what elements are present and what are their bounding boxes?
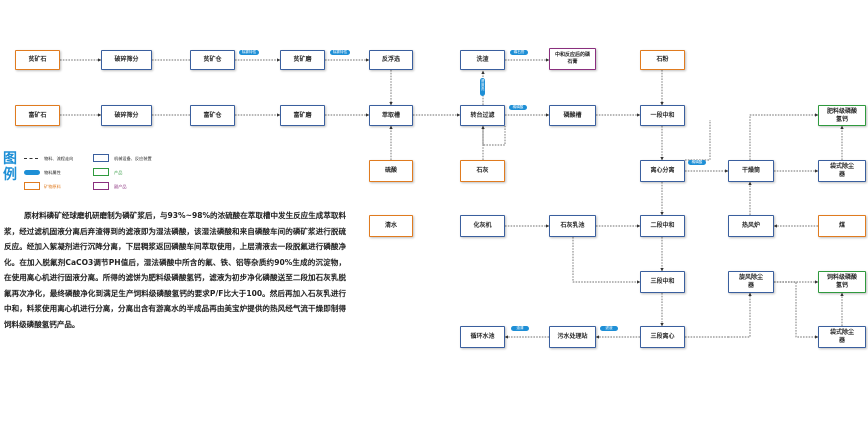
node-feed-product: 饲料级磷酸氢钙 — [818, 271, 866, 293]
node-bag-dust-1: 袋式除尘器 — [818, 160, 866, 182]
node-fertilizer-product: 肥料级磷酸氢钙 — [818, 105, 866, 126]
legend-title: 图例 — [3, 151, 17, 183]
node-centrifuge: 离心分离 — [640, 160, 685, 182]
node-coal: 煤 — [818, 215, 866, 237]
node-cyclone: 旋风除尘器 — [728, 271, 774, 293]
property-pill: 稀磷酸 — [688, 160, 706, 165]
node-dryer: 干燥筒 — [728, 160, 774, 182]
node-lime: 石灰 — [460, 160, 505, 182]
legend-equip-label: 机械设备、反应装置 — [114, 156, 152, 161]
node-clear-water: 清水 — [369, 215, 413, 237]
legend-property-swatch — [24, 170, 40, 175]
node-sewage-station: 污水处理站 — [549, 326, 596, 348]
legend-property-label: 物料属性 — [44, 170, 61, 175]
node-lime-milk-pool: 石灰乳池 — [549, 215, 596, 237]
node-neutralize-2: 二段中和 — [640, 215, 685, 237]
node-bag-dust-2: 袋式除尘器 — [818, 326, 866, 348]
legend-byproduct-label: 副产品 — [114, 184, 127, 189]
node-sulfuric-acid: 硫酸 — [369, 160, 413, 182]
legend-ore-label: 矿物原料 — [44, 184, 61, 189]
node-extraction-tank: 萃取槽 — [369, 105, 413, 126]
legend-equip-swatch — [93, 154, 109, 162]
property-pill: 浸渣洗 — [480, 78, 485, 96]
node-neutralize-3: 三段中和 — [640, 271, 685, 293]
node-lime-slaker: 化灰机 — [460, 215, 505, 237]
node-rich-bin: 富矿仓 — [190, 105, 235, 126]
property-pill: 稀磷酸 — [509, 105, 527, 110]
node-poor-bin: 贫矿仓 — [190, 50, 235, 70]
property-pill: 除雾特性 — [330, 50, 350, 55]
node-neutralize-1: 一段中和 — [640, 105, 685, 126]
node-wash-slag: 洗渣 — [460, 50, 505, 70]
legend-flow-swatch — [24, 158, 38, 159]
property-pill: 滤液 — [600, 326, 618, 331]
node-phosphoric-tank: 磷酸槽 — [549, 105, 596, 126]
node-hot-stove: 热风炉 — [728, 215, 774, 237]
legend-byproduct-swatch — [93, 182, 109, 190]
node-centrifuge-3: 三段离心 — [640, 326, 685, 348]
node-cycle-pool: 循环水池 — [460, 326, 505, 348]
legend-product-label: 产品 — [114, 170, 123, 175]
node-poor-ore: 贫矿石 — [15, 50, 60, 70]
legend-product-swatch — [93, 168, 109, 176]
legend-ore-swatch — [24, 182, 40, 190]
node-poor-mill: 贫矿磨 — [280, 50, 325, 70]
property-pill: 磷石膏 — [510, 50, 528, 55]
property-pill: 渣清 — [511, 326, 529, 331]
node-neutral-gypsum: 中和反应后的磷石膏 — [549, 48, 596, 70]
node-rich-mill: 富矿磨 — [280, 105, 325, 126]
node-stone-powder: 石粉 — [640, 50, 685, 70]
legend-flow-label: 物料、流程走向 — [44, 156, 74, 161]
node-flotation: 反浮选 — [369, 50, 413, 70]
property-pill: 除雾特性 — [239, 50, 259, 55]
node-crush-2: 破碎筛分 — [101, 105, 152, 126]
node-rich-ore: 富矿石 — [15, 105, 60, 126]
node-crush-1: 破碎筛分 — [101, 50, 152, 70]
process-description: 原材料磷矿经球磨机研磨制为磷矿浆后，与93%~98%的浓硫酸在萃取槽中发生反应生… — [4, 211, 346, 329]
node-combo-filter: 转台过滤 — [460, 105, 505, 126]
